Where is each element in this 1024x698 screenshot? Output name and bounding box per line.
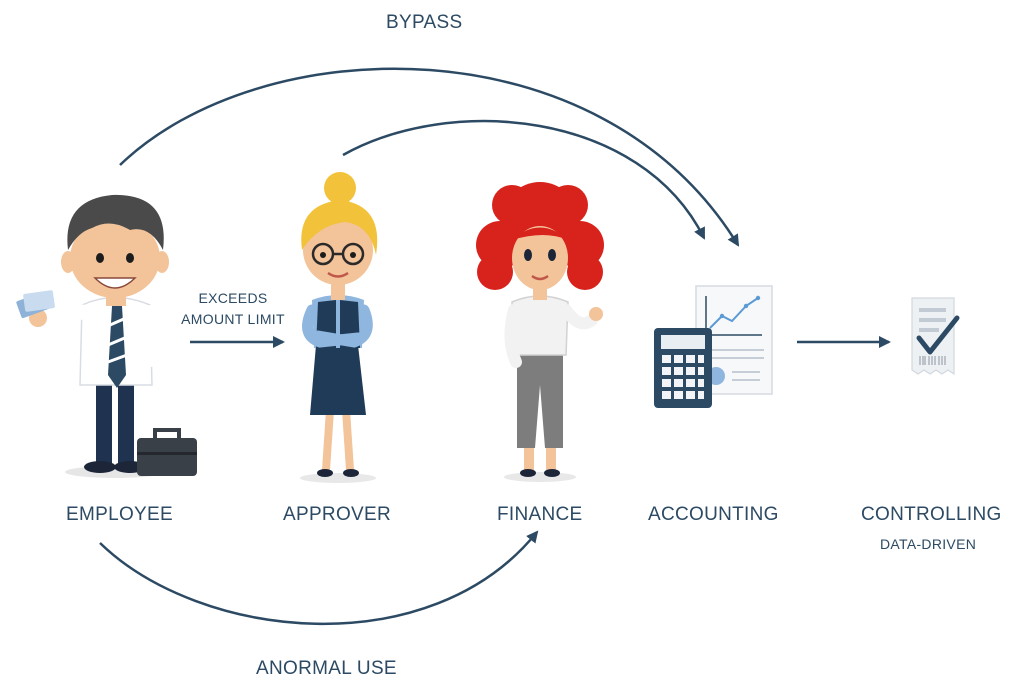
anormal-use-label: ANORMAL USE bbox=[256, 658, 397, 679]
node-controlling-subtitle: DATA-DRIVEN bbox=[880, 536, 977, 552]
credit-card-icon bbox=[16, 290, 55, 319]
briefcase-icon bbox=[137, 428, 197, 476]
node-finance: FINANCE bbox=[497, 504, 583, 525]
node-controlling: CONTROLLING bbox=[861, 504, 1002, 525]
employee-figure bbox=[16, 194, 197, 478]
controlling-receipt-icon bbox=[911, 297, 960, 376]
node-approver: APPROVER bbox=[283, 504, 391, 525]
bypass-label: BYPASS bbox=[386, 12, 463, 33]
node-accounting: ACCOUNTING bbox=[648, 504, 779, 525]
node-employee: EMPLOYEE bbox=[66, 504, 173, 525]
exceeds-label-line1: EXCEEDS bbox=[198, 290, 268, 306]
exceeds-amount-limit-label: EXCEEDS AMOUNT LIMIT bbox=[168, 288, 298, 330]
bypass-arrow-employee bbox=[119, 67, 740, 247]
exceeds-label-line2: AMOUNT LIMIT bbox=[181, 311, 285, 327]
accounting-icon bbox=[654, 285, 773, 408]
approver-figure bbox=[300, 172, 378, 483]
bypass-arrow-approver bbox=[342, 119, 706, 240]
anormal-use-arrow bbox=[99, 530, 539, 625]
finance-figure bbox=[476, 182, 604, 482]
